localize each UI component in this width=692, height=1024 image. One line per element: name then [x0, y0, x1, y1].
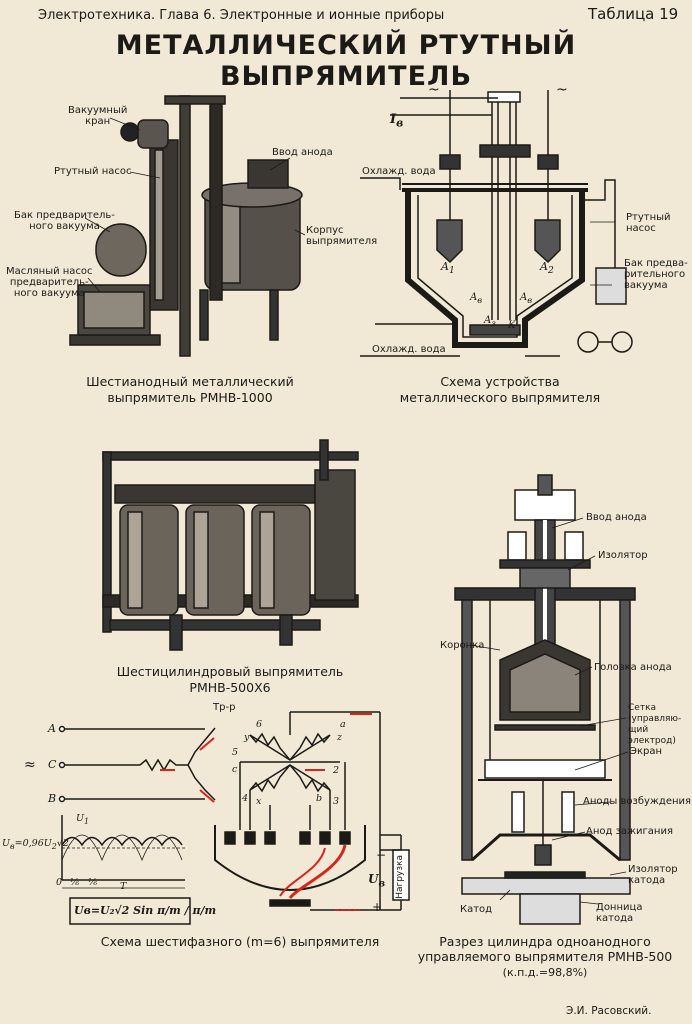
fig4-label-t1: ⅙: [70, 877, 80, 888]
fig5-label-ign-anode: Анод зажигания: [586, 826, 673, 837]
fig4-label-minus: −: [376, 848, 387, 862]
fig4-label-6: 6: [256, 719, 263, 730]
header-left: Электротехника. Глава 6. Электронные и и…: [38, 8, 445, 23]
fig1-label-prevac-tank: Бак предваритель-ного вакуума: [14, 210, 115, 232]
fig5-label-insulator: Изолятор: [598, 550, 648, 561]
fig2-tilde-2: ~: [556, 82, 568, 98]
fig2-label-cool-in: Охлажд. вода: [362, 166, 436, 177]
fig4-label-T: T: [120, 881, 127, 892]
fig3-caption: Шестицилиндровый выпрямитель РМНВ-500Х6: [116, 664, 344, 695]
fig5-label-cathode: Катод: [460, 904, 493, 915]
fig2-label-cool-out: Охлажд. вода: [372, 344, 446, 355]
fig4-label-plus: +: [372, 900, 383, 914]
fig2-tilde-1: ~: [428, 82, 440, 98]
fig4-label-trp: Тр-р: [213, 702, 236, 713]
fig4-label-4: 4: [242, 793, 249, 804]
fig4-label-a: a: [340, 719, 346, 730]
fig4-label-5: 5: [232, 747, 239, 758]
fig4-caption: Схема шестифазного (m=6) выпрямителя: [100, 934, 380, 949]
fig4-label-b: b: [316, 793, 323, 804]
page-title: МЕТАЛЛИЧЕСКИЙ РТУТНЫЙ ВЫПРЯМИТЕЛЬ: [115, 30, 577, 92]
fig5-label-exc-anodes: Аноды возбуждения: [583, 796, 692, 807]
fig4-label-y: y: [244, 732, 250, 743]
fig4-label-t0: 0: [56, 877, 63, 888]
fig4-label-z: z: [337, 732, 343, 743]
fig4-label-ub: Uв: [368, 872, 386, 890]
fig2-label-a2: A2: [540, 260, 554, 277]
fig4-label-ac: ≈: [24, 757, 36, 773]
fig4-label-C: C: [48, 758, 57, 771]
fig2-label-a1: A1: [441, 260, 455, 277]
fig4-label-t2: ⅙: [88, 877, 98, 888]
fig4-label-2: 2: [333, 765, 340, 776]
fig4-label-A: A: [48, 722, 56, 735]
fig4-label-x: x: [256, 796, 262, 807]
author: Э.И. Расовский.: [566, 1005, 652, 1017]
fig5-label-grid: Сетка(управляю-щий электрод): [628, 703, 682, 746]
fig4-label-c: c: [232, 764, 238, 775]
fig4-formula: Uв=U₂√2 Sin π/m / π/m: [74, 904, 217, 917]
fig2-label-ig: Iв: [390, 112, 404, 130]
fig5-label-anode-head: Головка анода: [594, 662, 672, 673]
fig2-label-k: К: [508, 320, 516, 331]
fig4-label-3: 3: [333, 796, 340, 807]
header-right: Таблица 19: [588, 5, 679, 23]
fig1-label-anode-input: Ввод анода: [272, 147, 333, 158]
fig2-label-az: Aз: [484, 315, 496, 328]
fig4-label-B: B: [48, 792, 57, 805]
fig1-label-mercury-pump: Ртутный насос: [54, 166, 132, 177]
fig2-label-ab2: Aв: [520, 292, 533, 305]
fig4-label-u1: U1: [76, 813, 90, 826]
fig2-label-ab1: Aв: [470, 292, 483, 305]
fig5-label-corona: Коронка: [440, 640, 485, 651]
fig5-label-screen: Экран: [630, 746, 663, 757]
fig4-label-ub-value: Uв=0,96U2√2: [2, 838, 69, 851]
fig5-label-anode-in: Ввод анода: [586, 512, 647, 523]
